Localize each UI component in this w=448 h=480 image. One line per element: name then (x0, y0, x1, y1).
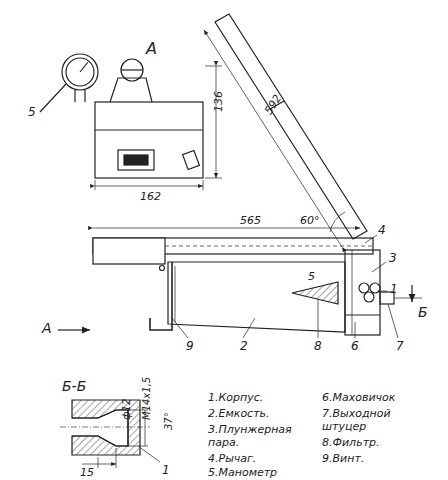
bracket (150, 262, 172, 330)
section-label: Б-Б (62, 380, 86, 393)
section-arrow-label: Б (418, 306, 428, 319)
callout-number: 4 (378, 224, 386, 237)
dimension: 565 (240, 214, 261, 227)
dimension: М14х1,5 (140, 377, 153, 420)
callout-number: 5 (28, 106, 36, 119)
callout-number: 1 (390, 283, 398, 296)
callout-number: 3 (389, 252, 397, 265)
lever-handle (215, 14, 367, 239)
part-list-item: 9.Винт. (322, 452, 364, 465)
tank (168, 262, 345, 332)
gauge (62, 54, 98, 90)
body (345, 250, 380, 335)
callout-number: 6 (351, 340, 359, 353)
part-list-item: 5.Манометр (208, 466, 277, 479)
part-list-item: 7.Выходной штуцер (322, 407, 394, 433)
body-view-a (95, 102, 203, 178)
part-list-item: 1.Корпус. (208, 391, 263, 404)
dimension: 136 (212, 91, 225, 112)
dimension: 15 (80, 466, 94, 479)
callout-number: 8 (314, 340, 322, 353)
dimension: ф12 (120, 399, 133, 420)
view-label: А (146, 42, 157, 55)
part-list-item: 8.Фильтр. (322, 436, 380, 449)
callout-number: 2 (240, 340, 248, 353)
dimension: 162 (140, 190, 161, 203)
dimension: 37° (162, 412, 175, 430)
part-list-item: 2.Емкость. (208, 407, 270, 420)
callout-number: 1 (162, 464, 170, 477)
callout-number: 7 (396, 340, 404, 353)
view-arrow-label: А (42, 322, 52, 335)
callout-number: 5 (308, 270, 315, 283)
filter (292, 282, 338, 304)
dimension: 60° (300, 214, 320, 227)
part-list-item: 6.Маховичок (322, 391, 395, 404)
part-list-item: 4.Рычаг. (208, 452, 256, 465)
callout-number: 9 (186, 340, 194, 353)
part-list-item: 3.Плунжерная пара. (208, 423, 290, 449)
